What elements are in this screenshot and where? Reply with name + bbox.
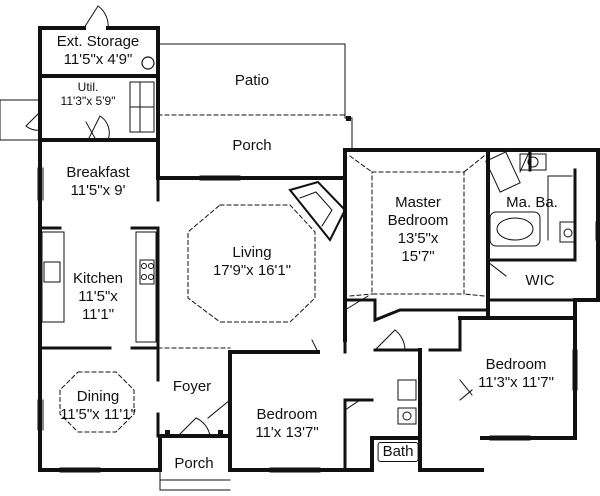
master-bath-name: Ma. Ba. [506,194,558,211]
master-bath-label: Ma. Ba. [506,194,558,212]
util-name: Util. [77,80,99,94]
kitchen-name: Kitchen [72,270,124,287]
master-bedroom-line4: 15'7" [401,248,435,265]
patio-post [346,116,351,121]
dining-name: Dining [76,388,120,405]
bath-name: Bath [377,442,419,462]
patio-outline [157,43,353,151]
ext-storage-size: 11'5"x 4'9" [63,51,133,68]
ext-storage-label: Ext. Storage 11'5"x 4'9" [57,33,140,69]
porch-post-right [218,430,223,435]
master-bath-fixtures [485,151,575,247]
kitchen-label: Kitchen 11'5"x 11'1" [73,270,123,324]
foyer-label: Foyer [173,378,211,396]
bedroom-right-name: Bedroom [485,356,547,373]
master-bedroom-line3: 13'5"x [397,230,439,247]
interior-walls [38,148,577,472]
porch-front-name: Porch [174,455,214,472]
master-bedroom-line2: Bedroom [387,212,449,229]
breakfast-size: 11'5"x 9' [70,182,126,199]
living-size: 17'9"x 16'1" [212,262,292,279]
water-heater-icon [141,56,155,70]
master-bedroom-label: Master Bedroom 13'5"x 15'7" [388,194,449,266]
kitchen-line2: 11'5"x [78,288,118,305]
master-bedroom-line1: Master [395,194,441,211]
living-label: Living 17'9"x 16'1" [213,244,291,280]
porch-rear-label: Porch [232,137,271,155]
breakfast-label: Breakfast 11'5"x 9' [66,164,129,200]
living-ceiling-octagon [187,204,316,323]
kitchen-counters [41,231,157,343]
washer-dryer [129,81,155,133]
front-door [177,417,211,437]
foyer-name: Foyer [172,378,212,395]
bedroom-front-label: Bedroom 11'x 13'7" [255,406,318,442]
master-tray-ceiling [349,155,485,297]
dining-ceiling-octagon [59,371,135,433]
bath-label: Bath [377,442,419,462]
patio-name: Patio [234,72,270,89]
interior-doors [207,149,531,419]
kitchen-line3: 11'1" [81,306,115,323]
util-size: 11'3"x 5'9" [60,94,116,108]
fireplace [288,180,347,242]
porch-post-left [165,430,170,435]
bedroom-front-size: 11'x 13'7" [255,424,319,441]
porch-front-label: Porch [174,455,213,473]
side-stoop [0,99,41,141]
living-name: Living [232,244,272,261]
front-porch [159,469,231,491]
wic-label: WIC [525,272,554,290]
patio-label: Patio [235,72,269,90]
dining-size: 11'5"x 11'1" [60,406,136,423]
breakfast-name: Breakfast [66,164,130,181]
dining-label: Dining 11'5"x 11'1" [60,388,136,424]
porch-rear-name: Porch [232,137,272,154]
ext-storage-name: Ext. Storage [56,33,140,50]
bedroom-right-size: 11'3"x 11'7" [478,374,554,391]
bedroom-right-label: Bedroom 11'3"x 11'7" [478,356,554,392]
util-label: Util. 11'3"x 5'9" [61,80,116,108]
wic-name: WIC [525,272,555,289]
exterior-walls [38,138,600,472]
hall-bath-fixtures [397,379,417,425]
bedroom-front-name: Bedroom [256,406,318,423]
storage-door [83,5,109,29]
util-door [85,115,110,141]
windows [37,167,600,473]
